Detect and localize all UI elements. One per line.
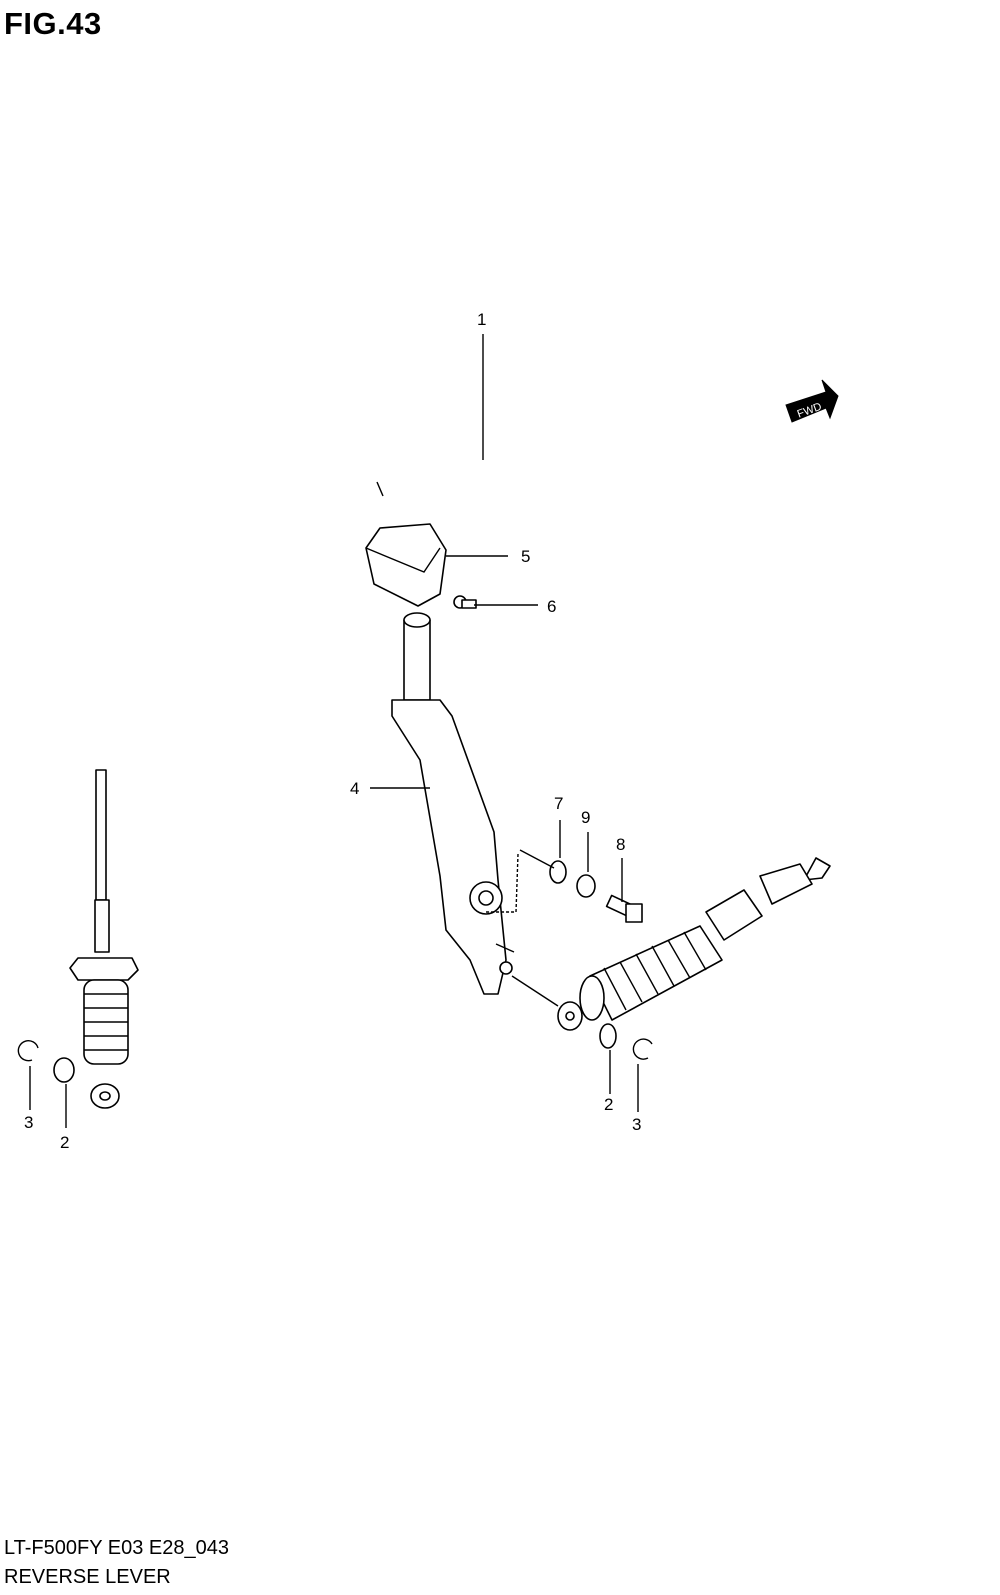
e-clip-right (632, 1038, 653, 1060)
reverse-cable (69, 456, 971, 1109)
leader-lines (29, 334, 639, 1128)
callout-5: 5 (521, 547, 530, 566)
washer (549, 860, 567, 884)
lever-knob (365, 523, 447, 607)
knob-screw (453, 595, 477, 609)
callout-2-left: 2 (60, 1133, 69, 1152)
section-name: REVERSE LEVER (4, 1566, 171, 1588)
callout-1: 1 (477, 310, 486, 329)
nut (576, 874, 596, 898)
figure-title: FIG.43 (4, 6, 102, 41)
upper-boot (589, 925, 723, 1021)
callout-2-right: 2 (604, 1095, 613, 1114)
callout-9: 9 (581, 808, 590, 827)
reverse-lever (391, 612, 513, 995)
e-clip-left (17, 1039, 39, 1062)
bolt (605, 894, 643, 923)
washer-left (53, 1057, 75, 1083)
callout-8: 8 (616, 835, 625, 854)
fwd-direction-arrow: FWD (785, 379, 839, 423)
callout-4: 4 (350, 779, 359, 798)
callout-6: 6 (547, 597, 556, 616)
washer-right (599, 1023, 617, 1049)
model-code: LT-F500FY E03 E28_043 (4, 1537, 229, 1559)
lower-boot (83, 979, 129, 1065)
callout-7: 7 (554, 794, 563, 813)
callout-3-left: 3 (24, 1113, 33, 1132)
callout-3-right: 3 (632, 1115, 641, 1134)
